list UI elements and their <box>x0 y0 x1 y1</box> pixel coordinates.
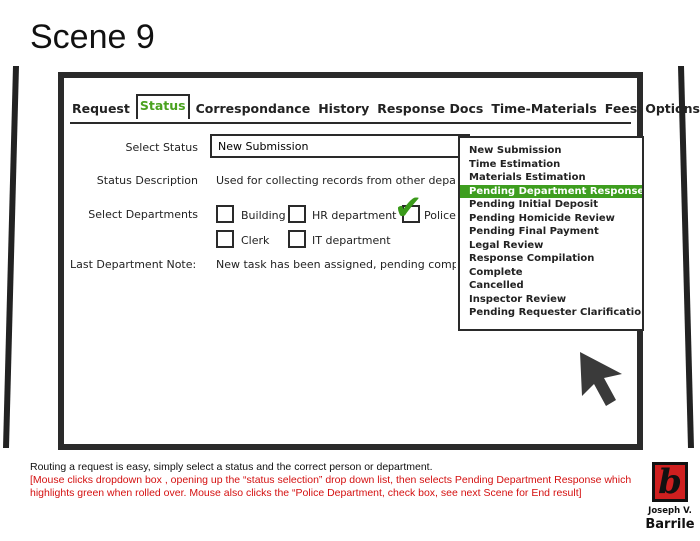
status-select[interactable]: New Submission <box>210 134 470 158</box>
dropdown-option[interactable]: Time Estimation <box>469 158 561 170</box>
last-note-value: New task has been assigned, pending comp… <box>216 258 456 271</box>
caption-note: [Mouse clicks dropdown box , opening up … <box>30 474 632 499</box>
dropdown-option[interactable]: Pending Initial Deposit <box>469 199 598 210</box>
tab-request[interactable]: Request <box>72 101 130 116</box>
dropdown-option[interactable]: New Submission <box>469 145 562 156</box>
frame-right-edge <box>677 66 695 448</box>
dropdown-option[interactable]: Pending Requester Clarification <box>469 307 644 318</box>
tab-bar: Request Status Correspondance History Respon… <box>70 94 700 123</box>
checkbox-hr-department[interactable] <box>288 205 306 223</box>
frame-left-edge <box>2 66 20 448</box>
last-note-label: Last Department Note: <box>70 258 197 271</box>
dropdown-option-highlighted[interactable]: Pending Department Response <box>460 184 642 198</box>
tab-history[interactable]: History <box>318 101 370 116</box>
tab-status[interactable]: Status <box>135 94 190 119</box>
status-description-label: Status Description <box>96 174 198 187</box>
status-select-value: New Submission <box>218 140 309 153</box>
scene-title: Scene 9 <box>30 18 155 56</box>
checkbox-hr-department-label: HR department <box>312 209 397 222</box>
check-icon: ✔ <box>394 188 423 228</box>
author-logo: b Joseph V. Barrile <box>645 460 695 538</box>
checkbox-police-label: Police <box>424 209 456 222</box>
checkbox-police[interactable] <box>402 205 420 223</box>
dropdown-option[interactable]: Response Compilation <box>469 253 595 264</box>
dropdown-option[interactable]: Legal Review <box>469 239 544 251</box>
select-status-label: Select Status <box>125 141 198 154</box>
status-dropdown-list: New Submission Time Estimation Materials… <box>458 136 644 331</box>
tab-response-docs[interactable]: Response Docs <box>377 101 484 116</box>
checkbox-building[interactable] <box>216 205 234 223</box>
checkbox-clerk-label: Clerk <box>241 234 270 247</box>
caption-main: Routing a request is easy, simply select… <box>30 461 433 473</box>
logo-mark: b <box>652 462 688 502</box>
dropdown-option[interactable]: Materials Estimation <box>469 172 586 183</box>
tab-fees[interactable]: Fees <box>604 101 638 116</box>
checkbox-it-department-label: IT department <box>312 234 391 247</box>
mouse-cursor-icon <box>580 352 622 406</box>
tab-options[interactable]: Options <box>645 101 700 116</box>
dropdown-option[interactable]: Pending Homicide Review <box>469 212 615 224</box>
dropdown-option[interactable]: Pending Final Payment <box>469 226 599 237</box>
dropdown-option[interactable]: Complete <box>469 266 523 278</box>
logo-name-line1: Joseph V. <box>648 506 692 516</box>
logo-name-line2: Barrile <box>645 517 695 532</box>
tab-divider <box>70 122 631 124</box>
dropdown-option[interactable]: Cancelled <box>469 280 524 291</box>
status-description-value: Used for collecting records from other d… <box>216 174 456 187</box>
checkbox-it-department[interactable] <box>288 230 306 248</box>
tab-time-materials[interactable]: Time-Materials <box>491 101 597 116</box>
tab-correspondance[interactable]: Correspondance <box>195 101 311 116</box>
checkbox-building-label: Building <box>241 209 286 222</box>
checkbox-clerk[interactable] <box>216 230 234 248</box>
dropdown-option[interactable]: Inspector Review <box>469 293 567 305</box>
select-departments-label: Select Departments <box>88 208 198 221</box>
